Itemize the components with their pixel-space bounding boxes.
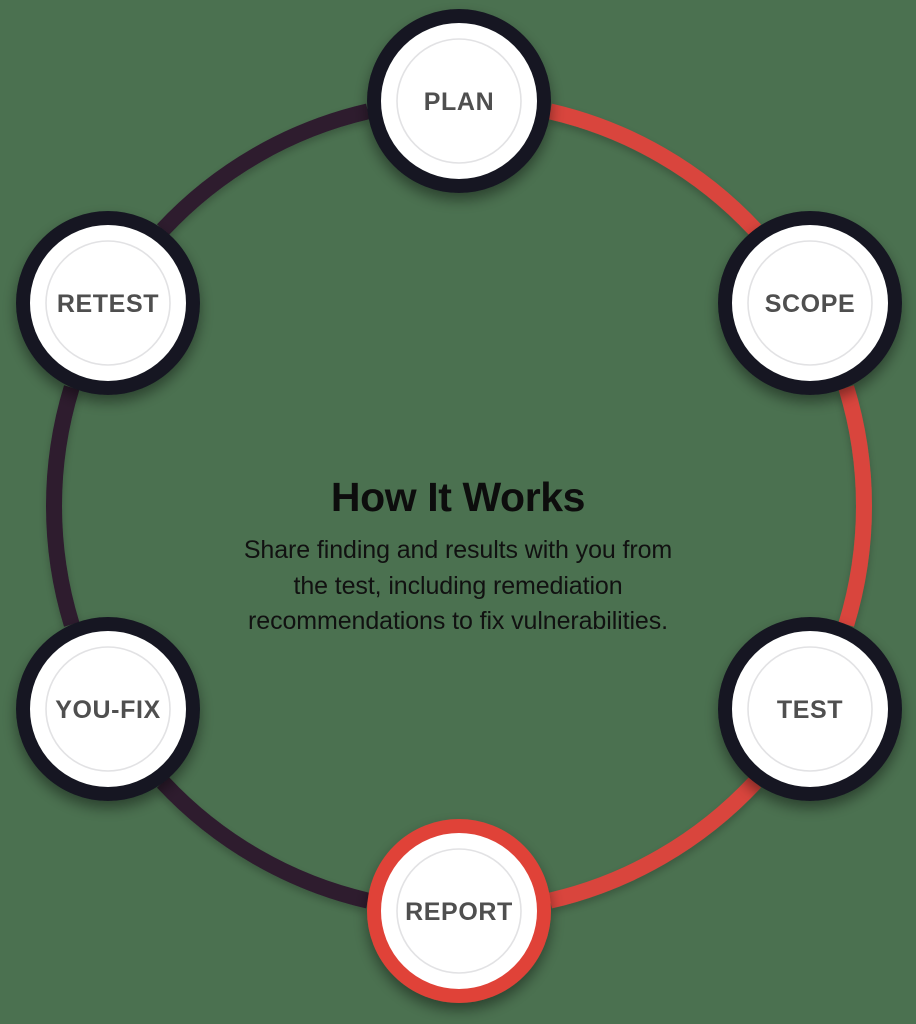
step-node-inner-circle-test [747, 646, 873, 772]
step-label-scope: SCOPE [765, 290, 856, 318]
step-label-you-fix: YOU-FIX [55, 696, 161, 724]
step-node-ring-scope [718, 211, 902, 395]
step-node-ring-report [367, 819, 551, 1003]
step-node-layer [16, 9, 902, 1003]
step-node-retest[interactable] [16, 211, 200, 395]
step-node-you-fix[interactable] [16, 617, 200, 801]
step-node-inner-circle-report [396, 848, 522, 974]
step-label-plan: PLAN [424, 88, 494, 116]
step-node-inner-circle-scope [747, 240, 873, 366]
step-node-ring-retest [16, 211, 200, 395]
connector-arc-scope-test [838, 385, 872, 627]
step-node-inner-circle-retest [45, 240, 171, 366]
connector-arc-plan-scope [548, 103, 762, 236]
step-node-test[interactable] [718, 617, 902, 801]
connector-arc-layer [46, 103, 872, 909]
step-label-retest: RETEST [57, 290, 159, 318]
step-node-plan[interactable] [367, 9, 551, 193]
connector-arc-youfix-retest [46, 385, 80, 627]
step-node-scope[interactable] [718, 211, 902, 395]
step-node-inner-circle-plan [396, 38, 522, 164]
step-node-inner-circle-you-fix [45, 646, 171, 772]
step-label-layer: PLAN SCOPE TEST REPORT YOU-FIX RETEST [55, 88, 856, 926]
connector-arc-test-report [548, 776, 762, 909]
connector-arc-report-youfix [156, 776, 370, 909]
step-label-report: REPORT [405, 898, 513, 926]
step-node-ring-plan [367, 9, 551, 193]
step-label-test: TEST [777, 696, 843, 724]
step-node-ring-you-fix [16, 617, 200, 801]
step-node-report[interactable] [367, 819, 551, 1003]
connector-arc-retest-plan [156, 103, 370, 236]
step-node-ring-test [718, 617, 902, 801]
